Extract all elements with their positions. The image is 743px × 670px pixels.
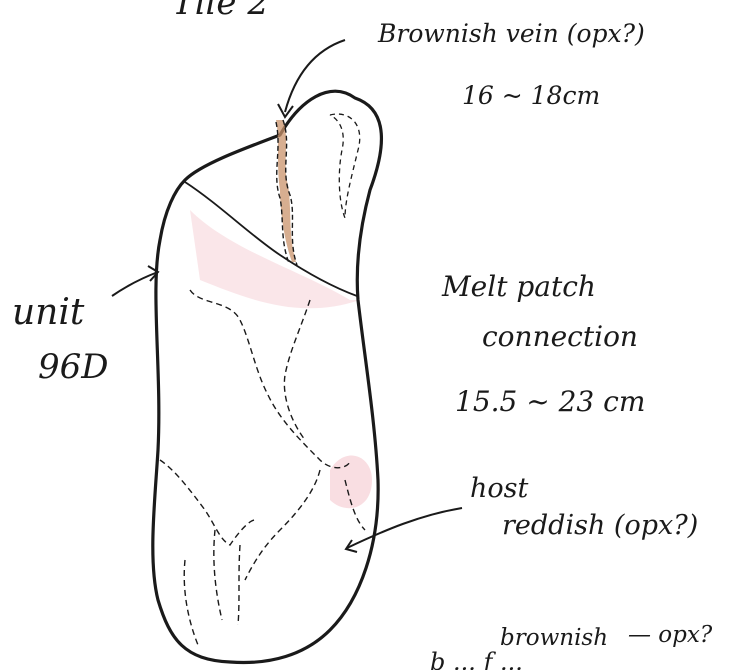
host-arrow-line: [347, 508, 462, 548]
melt-network-2: [284, 300, 310, 440]
core-outline: [153, 91, 382, 662]
unit-label-line1: unit: [12, 292, 85, 333]
vein-arrow-line: [285, 40, 345, 112]
bottom-label-opx: — opx?: [628, 622, 713, 648]
host-label-line1: host: [470, 473, 529, 504]
top-fragment-label: Tile 2: [172, 0, 269, 23]
melt-range-label: 15.5 ~ 23 cm: [455, 385, 645, 418]
unit-label-line2: 96D: [38, 347, 109, 387]
reddish-patch-upper: [190, 210, 360, 308]
vein-label: Brownish vein (opx?): [377, 19, 645, 48]
melt-network-1: [190, 290, 350, 468]
melt-label-line2: connection: [482, 320, 638, 353]
tip-inner-outline: [330, 114, 360, 218]
unit-arrow-line: [112, 272, 158, 296]
bottom-fragment-label: b ... f ...: [430, 648, 523, 670]
melt-network-8: [238, 545, 240, 625]
vein-range-label: 16 ~ 18cm: [462, 81, 600, 110]
melt-network-3: [160, 460, 255, 545]
melt-network-6: [214, 530, 222, 620]
melt-network-7: [184, 560, 198, 645]
melt-label-line1: Melt patch: [441, 270, 596, 303]
host-label-line2: reddish (opx?): [502, 510, 698, 541]
melt-network-4: [245, 470, 320, 580]
